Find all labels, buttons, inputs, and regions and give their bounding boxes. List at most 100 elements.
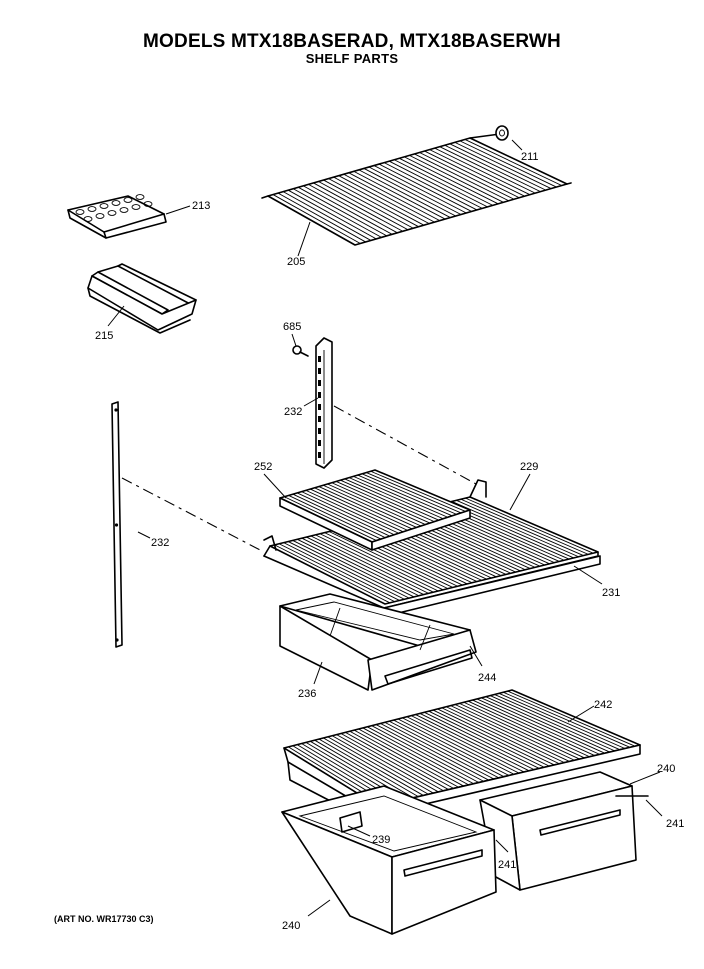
shelf-wire [324, 532, 444, 591]
shelf-wire [287, 541, 405, 600]
shelf-wire [394, 159, 488, 208]
egg-cup [83, 216, 93, 222]
rail-slot [318, 356, 321, 362]
shelf-wire [467, 700, 590, 758]
part-label-213: 213 [192, 200, 210, 212]
shelf-wire [314, 739, 414, 799]
shelf-wire [464, 139, 562, 186]
rail-hole [115, 638, 119, 642]
rail-slot [318, 380, 321, 386]
shelf-wire [336, 734, 439, 793]
egg-cup [135, 194, 145, 200]
art-number: (ART NO. WR17730 C3) [54, 914, 154, 924]
rail-slot [318, 404, 321, 410]
egg-cup [119, 207, 129, 213]
shelf-wire [340, 733, 444, 792]
rail-slot [318, 428, 321, 434]
part-label-236: 236 [298, 688, 316, 700]
shelf-wire [459, 140, 557, 188]
shelf-wire [428, 710, 545, 768]
shelf-wire [419, 152, 515, 200]
part-label-232-left: 232 [151, 537, 169, 549]
shelf-wire [368, 166, 462, 215]
shelf-wire [283, 542, 400, 601]
shelf-wire [371, 725, 479, 783]
shelf-wire [292, 493, 386, 539]
part-label-242: 242 [594, 699, 612, 711]
shelf-wire [389, 720, 500, 779]
shelf-wire [489, 695, 615, 752]
part-label-244: 244 [478, 672, 496, 684]
alignment-line [333, 405, 477, 485]
shelf-wire [460, 498, 589, 555]
shelf-wire [301, 537, 420, 597]
shelf-wire [298, 186, 388, 237]
shelf-wire [272, 194, 361, 244]
shelf-wire [367, 726, 474, 785]
shelf-wire [503, 691, 631, 748]
shelf-wire [459, 702, 580, 760]
shelf-wire [328, 178, 419, 228]
part-label-239: 239 [372, 834, 390, 846]
shelf-wire [424, 150, 520, 199]
part-label-215: 215 [95, 330, 113, 342]
screw-685 [292, 345, 309, 357]
part-label-241-right: 241 [666, 818, 684, 830]
shelf-rail-232-upper [315, 337, 333, 469]
shelf-wire [297, 492, 391, 537]
shelf-wire [322, 484, 417, 528]
shelf-wire [397, 718, 510, 776]
egg-cup [143, 201, 153, 207]
shelf-wire [362, 727, 469, 786]
shelf-wire [310, 488, 404, 533]
shelf-wire [343, 173, 435, 223]
shelf-wire [327, 483, 422, 527]
egg-cup [107, 210, 117, 216]
part-label-685: 685 [283, 321, 301, 333]
shelf-wire [434, 147, 531, 196]
egg-cup [95, 213, 105, 219]
shelf-wire [415, 714, 530, 772]
shelf-wire [310, 535, 429, 594]
shelf-wire [373, 165, 467, 214]
alignment-line [121, 477, 263, 552]
knob-211 [495, 125, 509, 141]
shelf-wire [507, 690, 636, 747]
shelf-wire [432, 709, 550, 767]
shelf-wire [303, 185, 393, 235]
diagram-title: MODELS MTX18BASERAD, MTX18BASERWH [143, 31, 561, 52]
support-239 [339, 811, 363, 833]
shelf-wire [472, 699, 595, 756]
shelf-wire [278, 543, 395, 603]
shelf-wire [301, 491, 395, 536]
shelf-wire [363, 168, 456, 217]
shelf-wire [451, 501, 579, 558]
diagram-subtitle: SHELF PARTS [305, 51, 399, 66]
shelf-wire [314, 487, 408, 531]
shelf-wire [402, 717, 515, 775]
shelf-wire [361, 473, 457, 515]
shelf-wire [277, 192, 366, 243]
egg-cup [75, 209, 85, 215]
shelf-wire [463, 701, 585, 759]
leader-lines [107, 139, 663, 917]
wire-shelf-205 [261, 133, 572, 246]
shelf-wire [481, 697, 605, 754]
shelf-wire [323, 179, 414, 229]
rail-slot [318, 440, 321, 446]
pan-cover-242 [283, 689, 641, 816]
shelf-wire [335, 481, 431, 524]
shelf-wire [406, 716, 520, 774]
shelf-wire [399, 157, 494, 206]
shelf-wire [293, 188, 382, 238]
shelf-wire [465, 497, 594, 554]
shelf-wire [282, 191, 372, 241]
part-label-241-mid: 241 [498, 859, 516, 871]
shelf-wire [384, 721, 495, 780]
rail-slot [318, 452, 321, 458]
shelf-wire [437, 708, 555, 766]
shelf-wire [328, 531, 449, 590]
shelf-wire [450, 705, 570, 762]
shelf-wire [274, 544, 391, 604]
shelf-wire [410, 715, 525, 773]
